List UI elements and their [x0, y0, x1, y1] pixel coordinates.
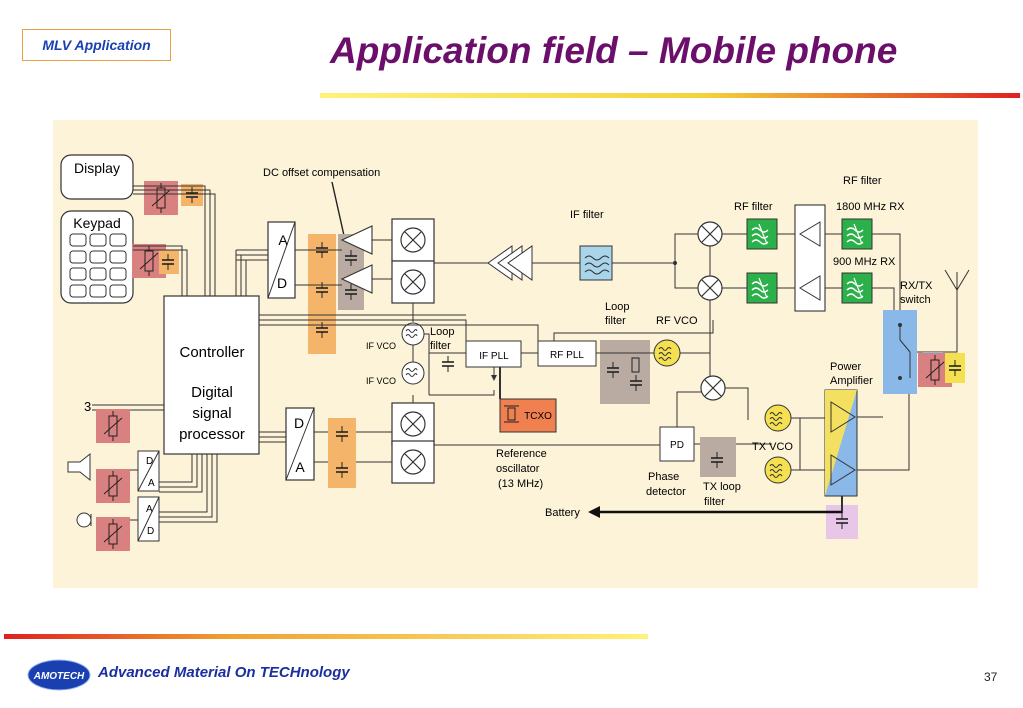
- rf-loop-filter-label-1: Loop: [605, 301, 629, 313]
- if-filter-block: [579, 245, 613, 281]
- rx-filter-900: [841, 272, 873, 304]
- svg-text:AMOTECH: AMOTECH: [33, 671, 85, 682]
- rf-vco-icon: [653, 339, 681, 367]
- adc-d: D: [277, 275, 287, 291]
- adc-a: A: [278, 232, 288, 248]
- pa-label-2: Amplifier: [830, 375, 873, 387]
- keypad-keys: [69, 233, 127, 298]
- antenna-icon: [944, 269, 970, 291]
- ref-osc-label-2: oscillator: [496, 463, 540, 475]
- microphone-varistor: [95, 516, 131, 552]
- section-tag: MLV Application: [22, 29, 171, 61]
- if-loop-label-1: Loop: [430, 326, 454, 338]
- if-vco-label-1: IF VCO: [366, 341, 396, 351]
- rf-loop-filter-label-2: filter: [605, 315, 626, 327]
- tx-loop-label-2: filter: [704, 496, 725, 508]
- controller-block: [163, 295, 260, 455]
- tx-vco-label: TX VCO: [752, 441, 793, 453]
- controller-label: Controller: [179, 344, 244, 361]
- keypad-capacitor-box: [159, 250, 179, 274]
- microphone-icon: [76, 512, 92, 528]
- rxtx-switch-block: [883, 310, 917, 394]
- rf-vco-label: RF VCO: [656, 315, 698, 327]
- antenna-capacitor-box: [945, 353, 965, 383]
- rf-filter-label-1: RF filter: [734, 201, 773, 213]
- ref-osc-label-1: Reference: [496, 448, 547, 460]
- tcxo-block: [499, 398, 557, 433]
- display-label: Display: [74, 160, 120, 176]
- header-accent-bar: [320, 93, 1020, 98]
- pa-label-1: Power: [830, 361, 862, 373]
- if-vco-1: [401, 322, 425, 346]
- dsp-label-1: Digital: [191, 384, 233, 401]
- rxtx-label-2: switch: [900, 294, 931, 306]
- rx900-label: 900 MHz RX: [833, 256, 896, 268]
- ref-osc-label-3: (13 MHz): [498, 478, 543, 490]
- if-vco-label-2: IF VCO: [366, 376, 396, 386]
- rx-filter-1800: [841, 218, 873, 250]
- dsp-label-2: signal: [192, 405, 231, 422]
- codec-d2: D: [147, 526, 154, 537]
- rf-filter-label-2: RF filter: [843, 175, 882, 187]
- speaker-varistor: [95, 468, 131, 504]
- rf-filter-1800: [746, 218, 778, 250]
- page-number: 37: [984, 670, 998, 684]
- tx-offset-mixer: [700, 375, 726, 401]
- speaker-icon: [67, 452, 91, 482]
- tx-mixer-i: [391, 402, 435, 446]
- dac-d: D: [294, 415, 304, 431]
- tx-mixer-q: [391, 440, 435, 484]
- if-pll-block: [465, 340, 522, 368]
- earpiece-icon: 3: [84, 399, 91, 414]
- rf-pll-block: [537, 340, 597, 367]
- phase-detector-label-1: Phase: [648, 471, 679, 483]
- rf-filter-900: [746, 272, 778, 304]
- codec-a1: A: [148, 478, 155, 489]
- codec-a2: A: [146, 504, 153, 515]
- page-title: Application field – Mobile phone: [330, 30, 898, 71]
- dsp-label-3: processor: [179, 426, 245, 443]
- rf-pll-label: RF PLL: [550, 350, 584, 361]
- display-block: [60, 154, 134, 200]
- tcxo-label: TCXO: [524, 411, 552, 422]
- tx-loop-label-1: TX loop: [703, 481, 741, 493]
- earpiece-varistor: [95, 408, 131, 444]
- tx-vco-900: [764, 456, 792, 484]
- rxtx-label-1: RX/TX: [900, 280, 933, 292]
- phase-detector-label-2: detector: [646, 486, 686, 498]
- footer-accent-bar: [4, 634, 648, 639]
- footer-tagline: Advanced Material On TECHnology: [98, 664, 350, 681]
- keypad-label: Keypad: [73, 215, 120, 231]
- dc-offset-label: DC offset compensation: [263, 167, 380, 179]
- rf-mixer-1800: [697, 221, 723, 247]
- if-vco-2: [401, 361, 425, 385]
- tx-vco-1800: [764, 404, 792, 432]
- dac-a: A: [295, 459, 305, 475]
- if-amplifiers: [487, 245, 533, 281]
- if-filter-label: IF filter: [570, 209, 604, 221]
- if-pll-label: IF PLL: [479, 351, 509, 362]
- rx-mixer-i: [391, 218, 435, 262]
- if-loop-label-2: filter: [430, 340, 451, 352]
- tx-loop-filter-block: [700, 437, 736, 477]
- rf-mixer-900: [697, 275, 723, 301]
- amotech-logo: AMOTECH: [27, 659, 91, 691]
- codec-d1: D: [146, 456, 153, 467]
- battery-label: Battery: [545, 507, 580, 519]
- pd-label: PD: [670, 440, 684, 451]
- rx-mixer-q: [391, 260, 435, 304]
- rx1800-label: 1800 MHz RX: [836, 201, 905, 213]
